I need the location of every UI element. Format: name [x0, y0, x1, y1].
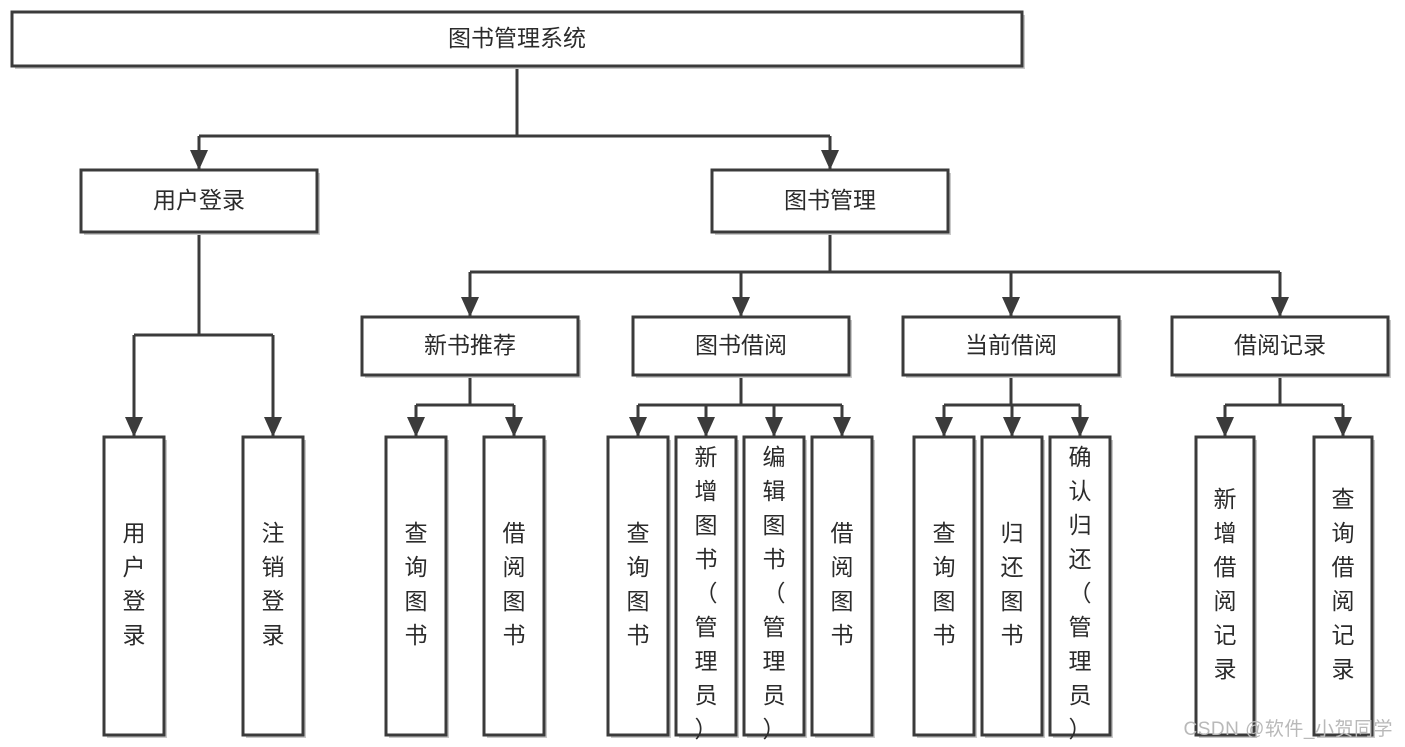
node-leaf_return_book[interactable]: 归还图书 [980, 435, 1045, 738]
node-root[interactable]: 图书管理系统 [10, 10, 1025, 69]
arrow-head-icon [697, 417, 715, 437]
node-layer: 图书管理系统用户登录图书管理新书推荐图书借阅当前借阅借阅记录用户登录注销登录查询… [10, 10, 1391, 742]
node-box[interactable] [912, 435, 976, 737]
arrow-head-icon [935, 417, 953, 437]
node-label: 归还图书 [1001, 520, 1024, 648]
node-box[interactable] [241, 435, 305, 737]
arrow-head-icon [505, 417, 523, 437]
node-leaf_user_login[interactable]: 用户登录 [102, 435, 167, 738]
node-box[interactable] [742, 435, 806, 737]
arrow-head-icon [1216, 417, 1234, 437]
node-label: 借阅图书 [831, 520, 854, 648]
node-label: 新增图书（管理员） [695, 444, 718, 742]
arrow-head-icon [833, 417, 851, 437]
node-user_login[interactable]: 用户登录 [79, 168, 320, 235]
node-label: 图书管理系统 [448, 25, 586, 51]
node-current_borrow[interactable]: 当前借阅 [901, 315, 1122, 378]
node-label: 注销登录 [262, 520, 285, 648]
node-leaf_add_record[interactable]: 新增借阅记录 [1194, 435, 1257, 738]
node-label: 确认归还（管理员） [1069, 444, 1092, 742]
arrow-head-icon [1271, 297, 1289, 317]
node-box[interactable] [980, 435, 1044, 737]
node-box[interactable] [901, 315, 1121, 377]
node-box[interactable] [606, 435, 670, 737]
arrow-head-icon [190, 150, 208, 170]
arrow-head-icon [1071, 417, 1089, 437]
node-label: 用户登录 [153, 187, 245, 213]
node-label: 查询图书 [933, 520, 956, 648]
node-leaf_edit_book[interactable]: 编辑图书（管理员） [742, 435, 807, 742]
node-box[interactable] [631, 315, 851, 377]
node-leaf_query_book_2[interactable]: 查询图书 [606, 435, 671, 738]
arrow-head-icon [1002, 297, 1020, 317]
node-book_manage[interactable]: 图书管理 [710, 168, 951, 235]
node-label: 当前借阅 [965, 332, 1057, 358]
arrow-head-icon [407, 417, 425, 437]
node-label: 编辑图书（管理员） [763, 444, 786, 742]
arrow-head-icon [1003, 417, 1021, 437]
node-label: 借阅图书 [503, 520, 526, 648]
node-box[interactable] [360, 315, 580, 377]
node-box[interactable] [482, 435, 546, 737]
node-box[interactable] [79, 168, 319, 234]
node-box[interactable] [710, 168, 950, 234]
node-box[interactable] [674, 435, 738, 737]
node-leaf_confirm_return[interactable]: 确认归还（管理员） [1048, 435, 1113, 742]
node-box[interactable] [10, 10, 1024, 68]
node-label: 新增借阅记录 [1214, 486, 1237, 682]
node-leaf_add_book[interactable]: 新增图书（管理员） [674, 435, 739, 742]
node-new_book_rec[interactable]: 新书推荐 [360, 315, 581, 378]
node-leaf_logout[interactable]: 注销登录 [241, 435, 306, 738]
connector-layer [125, 66, 1352, 437]
node-label: 查询借阅记录 [1332, 486, 1355, 682]
arrow-head-icon [821, 150, 839, 170]
node-box[interactable] [1312, 435, 1374, 737]
node-label: 图书管理 [784, 187, 876, 213]
node-leaf_borrow_book_1[interactable]: 借阅图书 [482, 435, 547, 738]
node-borrow_record[interactable]: 借阅记录 [1170, 315, 1391, 378]
node-leaf_borrow_book_2[interactable]: 借阅图书 [810, 435, 875, 738]
node-box[interactable] [810, 435, 874, 737]
node-label: 查询图书 [405, 520, 428, 648]
node-box[interactable] [384, 435, 448, 737]
node-label: 用户登录 [123, 520, 146, 648]
node-label: 查询图书 [627, 520, 650, 648]
arrow-head-icon [629, 417, 647, 437]
node-box[interactable] [1170, 315, 1390, 377]
node-leaf_query_book_1[interactable]: 查询图书 [384, 435, 449, 738]
arrow-head-icon [461, 297, 479, 317]
arrow-head-icon [732, 297, 750, 317]
node-box[interactable] [1194, 435, 1256, 737]
node-box[interactable] [1048, 435, 1112, 737]
node-label: 图书借阅 [695, 332, 787, 358]
node-leaf_query_book_3[interactable]: 查询图书 [912, 435, 977, 738]
node-leaf_query_record[interactable]: 查询借阅记录 [1312, 435, 1375, 738]
arrow-head-icon [765, 417, 783, 437]
arrow-head-icon [264, 417, 282, 437]
node-book_borrow[interactable]: 图书借阅 [631, 315, 852, 378]
arrow-head-icon [125, 417, 143, 437]
arrow-head-icon [1334, 417, 1352, 437]
node-label: 新书推荐 [424, 332, 516, 358]
node-label: 借阅记录 [1234, 332, 1326, 358]
node-box[interactable] [102, 435, 166, 737]
